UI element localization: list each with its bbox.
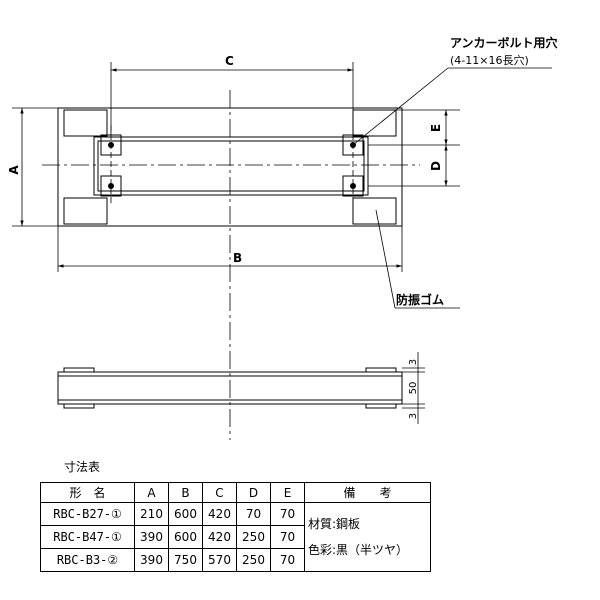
- dim-a: [12, 107, 58, 227]
- dim-b: [57, 226, 403, 272]
- cell-b: 750: [168, 548, 203, 572]
- dim-e-d: [360, 109, 460, 187]
- side-dim-bottom: 3: [408, 413, 419, 419]
- rubber-callout-label: 防振ゴム: [396, 292, 444, 307]
- anchor-holes: [108, 142, 356, 189]
- header-a: A: [134, 482, 169, 503]
- cell-model: RBC-B47-①: [40, 525, 135, 549]
- anchor-callout-title: アンカーボルト用穴: [450, 35, 558, 50]
- inner-frame-outer: [93, 136, 369, 196]
- header-d: D: [236, 482, 271, 503]
- inner-frame-inner: [97, 140, 365, 192]
- side-rubber-bottom-left: [63, 403, 95, 409]
- cell-b: 600: [168, 525, 203, 549]
- cell-d: 250: [236, 525, 271, 549]
- side-view: [57, 367, 403, 409]
- table-row: RBC-B27-① 210 600 420 70 70 材質:鋼板 色彩:黒（半…: [40, 502, 431, 572]
- header-remarks: 備 考: [304, 482, 431, 503]
- technical-drawing: C B A E D アンカーボルト用穴 (4-11×16長穴) 防振ゴム: [7, 35, 558, 440]
- side-rubber-bottom-right: [365, 403, 397, 409]
- side-rubber-top-right: [365, 367, 397, 373]
- dim-label-d: D: [429, 161, 443, 171]
- side-rubber-top-left: [63, 367, 95, 373]
- rubber-pad-bottom-right: [352, 197, 397, 225]
- table-row: RBC-B3-② 390 750 570 250 70: [40, 548, 431, 572]
- remarks-material: 材質:鋼板: [308, 517, 361, 531]
- anchor-callout-spec: (4-11×16長穴): [450, 53, 529, 67]
- table-header-row: 形 名 A B C D E 備 考: [40, 482, 431, 503]
- rubber-callout-leader: [375, 209, 460, 309]
- rubber-pad-bottom-left: [63, 197, 108, 225]
- cell-model: RBC-B27-①: [40, 502, 135, 526]
- dim-label-b: B: [233, 251, 242, 265]
- header-c: C: [202, 482, 237, 503]
- cell-c: 570: [202, 548, 237, 572]
- anchor-callout-leader: [352, 67, 552, 146]
- header-e: E: [270, 482, 305, 503]
- cell-b: 600: [168, 502, 203, 526]
- cell-e: 70: [270, 548, 305, 572]
- table-title: 寸法表: [64, 460, 101, 474]
- side-dims: [402, 352, 425, 424]
- dim-c: [110, 62, 354, 135]
- dim-label-c: C: [225, 54, 234, 68]
- dim-label-e: E: [429, 124, 443, 132]
- remarks-color: 色彩:黒（半ツヤ）: [308, 543, 409, 557]
- header-b: B: [168, 482, 203, 503]
- cell-d: 250: [236, 548, 271, 572]
- anchor-hole-bl: [108, 183, 114, 189]
- header-model: 形 名: [40, 482, 135, 503]
- side-dim-top: 3: [408, 359, 419, 365]
- cell-a: 390: [134, 548, 169, 572]
- cell-e: 70: [270, 525, 305, 549]
- cell-a: 390: [134, 525, 169, 549]
- rubber-pad-top-right: [352, 109, 397, 137]
- side-dim-middle: 50: [408, 382, 419, 395]
- side-frame: [57, 371, 403, 405]
- dim-label-a: A: [7, 165, 21, 175]
- dimensions-table: 形 名 A B C D E 備 考 RBC-B27-① 210 600 420 …: [40, 482, 431, 572]
- cell-remarks: 材質:鋼板 色彩:黒（半ツヤ）: [304, 502, 431, 572]
- cell-model: RBC-B3-②: [40, 548, 135, 572]
- cell-c: 420: [202, 502, 237, 526]
- rubber-pad-top-left: [63, 109, 108, 137]
- anchor-hole-br: [350, 183, 356, 189]
- cell-c: 420: [202, 525, 237, 549]
- cell-d: 70: [236, 502, 271, 526]
- cell-e: 70: [270, 502, 305, 526]
- cell-a: 210: [134, 502, 169, 526]
